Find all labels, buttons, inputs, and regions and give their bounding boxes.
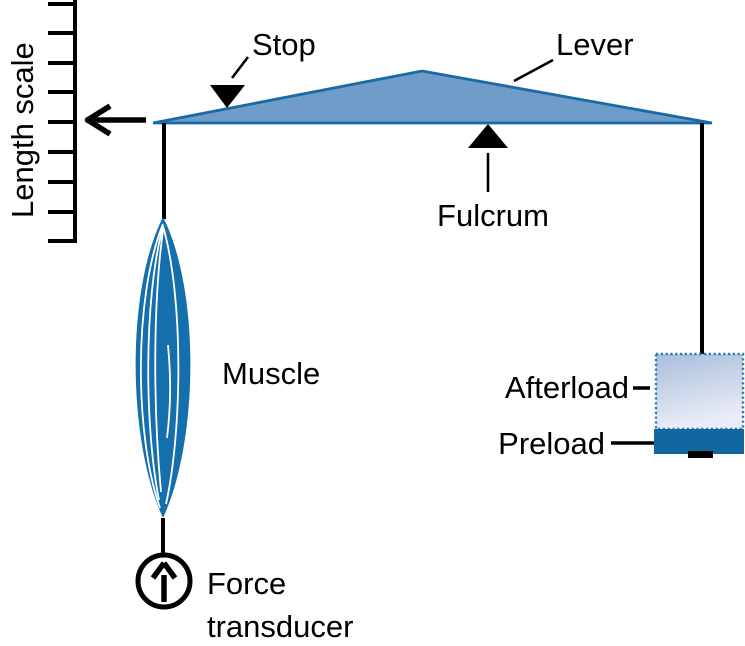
muscle-shape (135, 217, 191, 518)
lever-shape (152, 69, 713, 125)
force-transducer-label-line1: Force (207, 566, 286, 601)
force-transducer-icon (135, 552, 193, 610)
weight-hook-tab (688, 451, 713, 458)
muscle-label: Muscle (222, 356, 320, 391)
length-scale-ruler: Length scale (5, 0, 77, 243)
force-transducer-label-line2: transducer (207, 609, 353, 644)
lever-leader-line (513, 58, 554, 83)
muscle-fibers (139, 223, 180, 509)
length-scale-label: Length scale (5, 42, 40, 218)
preload-label: Preload (498, 426, 605, 461)
fulcrum-label: Fulcrum (437, 198, 549, 233)
stop-label: Stop (252, 27, 316, 62)
afterload-box (654, 352, 745, 431)
preload-box (654, 429, 744, 454)
stop-leader-line (230, 56, 250, 79)
ruler-ticks (48, 2, 73, 243)
afterload-label: Afterload (505, 370, 629, 405)
stop-marker (210, 85, 245, 108)
length-pointer-arrow (84, 103, 146, 137)
fulcrum-marker (468, 124, 508, 148)
lever-label: Lever (556, 27, 634, 62)
